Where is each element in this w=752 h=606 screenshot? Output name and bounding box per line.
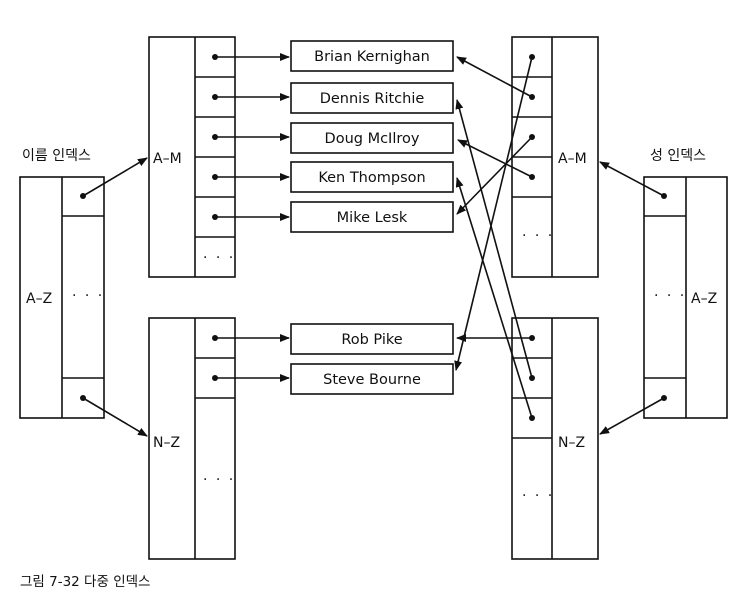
last-name-record-arrows bbox=[454, 54, 535, 421]
record-doug-mcilroy-text: Doug McIlroy bbox=[325, 131, 420, 147]
first-name-nz-ellipsis: · · · bbox=[203, 472, 235, 488]
first-name-index-arrows bbox=[80, 157, 148, 437]
last-name-nz-ellipsis: · · · bbox=[522, 488, 554, 504]
first-name-am-arrows bbox=[212, 53, 290, 221]
record-steve-bourne-text: Steve Bourne bbox=[323, 372, 421, 388]
record-dennis-ritchie-text: Dennis Ritchie bbox=[320, 91, 425, 107]
first-name-am-block: A–M · · · bbox=[148, 36, 236, 278]
record-ken-thompson-text: Ken Thompson bbox=[318, 170, 425, 186]
last-name-index-arrows bbox=[599, 161, 667, 435]
record-brian-kernighan-text: Brian Kernighan bbox=[314, 49, 430, 65]
first-name-am-ellipsis: · · · bbox=[203, 250, 235, 266]
first-name-range-az: A–Z bbox=[26, 291, 52, 307]
last-name-am-label: A–M bbox=[558, 151, 587, 167]
last-name-am-block: A–M · · · bbox=[511, 36, 599, 278]
record-mike-lesk bbox=[290, 201, 454, 233]
first-name-nz-block: N–Z · · · bbox=[148, 317, 236, 560]
record-rob-pike-text: Rob Pike bbox=[341, 332, 402, 348]
record-rob-pike bbox=[290, 323, 454, 355]
record-doug-mcilroy bbox=[290, 122, 454, 154]
last-name-am-ellipsis: · · · bbox=[522, 228, 554, 244]
name-records: Brian Kernighan Dennis Ritchie Doug McIl… bbox=[290, 40, 454, 395]
first-name-index: 이름 인덱스 A–Z · · · bbox=[19, 148, 105, 419]
first-name-index-title: 이름 인덱스 bbox=[22, 148, 91, 164]
first-name-nz-arrows bbox=[212, 334, 290, 382]
record-dennis-ritchie bbox=[290, 82, 454, 114]
record-mike-lesk-text: Mike Lesk bbox=[337, 210, 408, 226]
first-name-nz-label: N–Z bbox=[153, 435, 180, 451]
record-steve-bourne bbox=[290, 363, 454, 395]
last-name-index-title: 성 인덱스 bbox=[650, 148, 706, 164]
record-brian-kernighan bbox=[290, 40, 454, 72]
record-ken-thompson bbox=[290, 161, 454, 193]
last-name-nz-label: N–Z bbox=[558, 435, 585, 451]
last-name-index: 성 인덱스 · · · A–Z bbox=[643, 148, 728, 419]
last-name-range-az: A–Z bbox=[691, 291, 717, 307]
figure-caption: 그림 7-32 다중 인덱스 bbox=[20, 574, 150, 590]
last-name-ellipsis: · · · bbox=[654, 288, 686, 304]
first-name-ellipsis: · · · bbox=[72, 288, 104, 304]
first-name-am-label: A–M bbox=[153, 151, 182, 167]
